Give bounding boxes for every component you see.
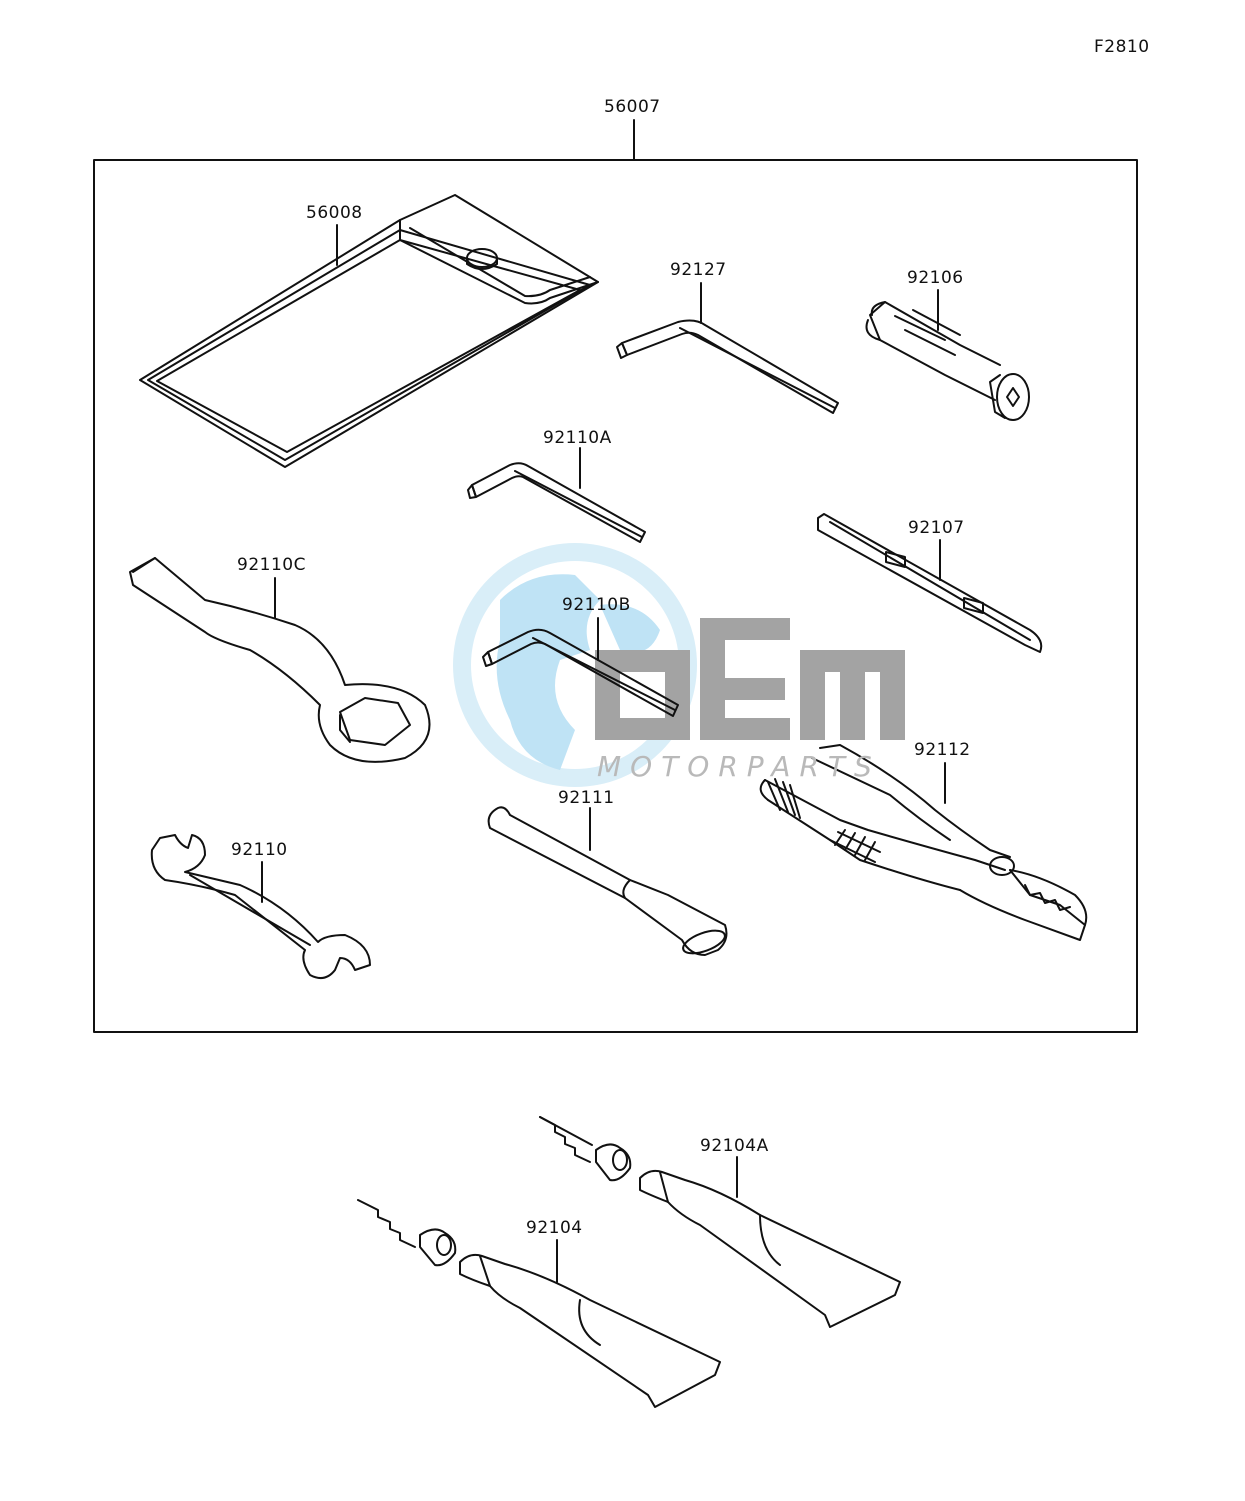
repair-tube-a-drawing — [539, 1116, 901, 1328]
hex-wrench-a-drawing — [467, 462, 646, 543]
pouch-drawing — [139, 194, 599, 468]
hex-wrench-b-drawing — [482, 628, 679, 717]
label-hex-wrench-a: 92110A — [543, 428, 612, 448]
label-box-wrench: 92110C — [237, 555, 306, 575]
label-socket-tool: 92106 — [907, 268, 964, 288]
open-wrench-drawing — [150, 834, 371, 980]
label-pliers: 92112 — [914, 740, 971, 760]
label-pouch: 56008 — [306, 203, 363, 223]
screwdriver-drawing — [817, 513, 1043, 653]
box-wrench-drawing — [129, 557, 431, 763]
repair-tube-drawing — [357, 1199, 721, 1408]
label-open-wrench: 92110 — [231, 840, 288, 860]
label-screwdriver: 92107 — [908, 518, 965, 538]
pliers-drawing — [759, 744, 1088, 941]
label-repair-tube-a: 92104A — [700, 1136, 769, 1156]
kit-frame — [93, 119, 1138, 1033]
socket-tool-drawing — [865, 301, 1030, 421]
hex-wrench-large-drawing — [616, 319, 839, 414]
label-kit: 56007 — [604, 97, 661, 117]
label-hex-wrench-b: 92110B — [562, 595, 631, 615]
watermark-subtext: MOTORPARTS — [597, 750, 881, 783]
label-repair-tube: 92104 — [526, 1218, 583, 1238]
watermark-globe — [453, 543, 697, 787]
label-extension-bar: 92111 — [558, 788, 615, 808]
extension-bar-drawing — [487, 806, 728, 956]
label-hex-wrench-large: 92127 — [670, 260, 727, 280]
figure-code: F2810 — [1094, 37, 1150, 57]
